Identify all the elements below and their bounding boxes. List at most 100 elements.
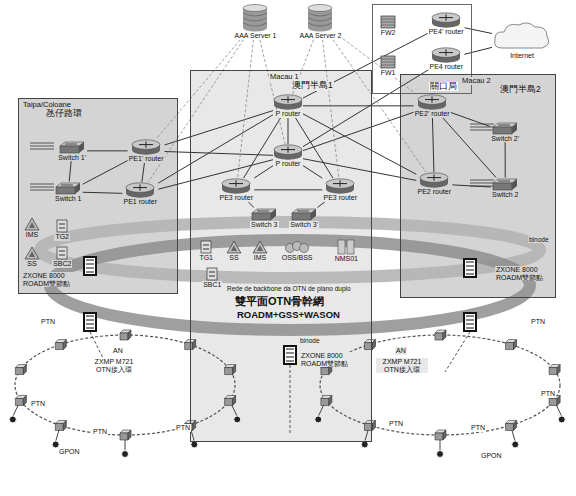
server-slot bbox=[59, 255, 65, 256]
label-holder: ZXMP M721 OTN接入環 bbox=[376, 358, 428, 373]
network-element: SBC1 bbox=[202, 267, 223, 289]
label-holder: PTN bbox=[92, 428, 108, 436]
switch-side bbox=[271, 209, 276, 220]
otn-band bbox=[50, 240, 530, 330]
device-label-box: ZXONE 8000 ROADM雙節點 bbox=[22, 272, 74, 287]
onu-symbol bbox=[191, 441, 198, 448]
element-label: PE3 router bbox=[323, 194, 358, 202]
element-label: PE2' router bbox=[414, 110, 451, 118]
device-slot bbox=[466, 328, 474, 329]
trunk-line bbox=[470, 130, 494, 131]
router-top bbox=[418, 95, 446, 105]
ptn-side bbox=[372, 420, 375, 430]
network-element: PE4' router bbox=[428, 12, 465, 36]
network-element: SS bbox=[226, 240, 242, 262]
device-slot bbox=[286, 361, 294, 362]
server-ring bbox=[308, 13, 332, 16]
router-top bbox=[274, 95, 302, 105]
device-slot bbox=[86, 328, 94, 329]
switch-icon bbox=[492, 122, 518, 135]
annotation: PTN bbox=[530, 318, 546, 326]
router-icon bbox=[273, 144, 303, 160]
ptn-side bbox=[443, 430, 446, 440]
aaa-link bbox=[156, 40, 240, 139]
annotation: PTN bbox=[40, 318, 56, 326]
element-label: OSS/BSS bbox=[281, 254, 314, 262]
network-element: PE1 router bbox=[122, 182, 158, 206]
router-link bbox=[465, 28, 492, 34]
network-element: TG2 bbox=[54, 219, 70, 241]
server-box bbox=[201, 241, 211, 253]
router-icon bbox=[431, 12, 461, 28]
router-link bbox=[254, 189, 322, 190]
softswitch-inner bbox=[29, 251, 35, 257]
router-link bbox=[317, 202, 325, 208]
ptn-symbol bbox=[55, 420, 66, 430]
srv-icon bbox=[206, 267, 218, 281]
roadm-device bbox=[463, 312, 477, 332]
router-top bbox=[132, 140, 160, 150]
server-bottom bbox=[243, 25, 267, 32]
router-arrows bbox=[439, 14, 453, 20]
access-ring bbox=[320, 335, 560, 435]
element-label: PE3 router bbox=[219, 194, 254, 202]
network-element: P router bbox=[273, 144, 303, 168]
switch-side bbox=[75, 183, 80, 194]
srv-icon bbox=[56, 246, 68, 260]
server-top bbox=[243, 5, 267, 12]
network-element: PE1' router bbox=[128, 139, 165, 163]
device-slot bbox=[466, 266, 474, 267]
server-ring bbox=[308, 23, 332, 26]
device-panel bbox=[465, 260, 475, 276]
aaa-link bbox=[238, 40, 254, 178]
element-label: PE1' router bbox=[128, 155, 165, 163]
ptn-front bbox=[120, 333, 128, 340]
device-body bbox=[283, 345, 297, 365]
network-element: PE3 router bbox=[218, 178, 254, 202]
server-slot bbox=[59, 228, 65, 229]
region-box: 關口局FW2PE4' routerFW1PE4 router bbox=[372, 4, 472, 94]
ptn-front bbox=[549, 398, 557, 405]
tri-icon bbox=[24, 217, 40, 231]
label-holder: Rede de backbone da OTN de plano duplo bbox=[226, 285, 352, 292]
firewall-brick bbox=[381, 22, 395, 23]
router-link bbox=[288, 118, 289, 144]
device-panel bbox=[85, 314, 95, 330]
element-label: Switch 1 bbox=[54, 195, 82, 203]
network-element: P router bbox=[273, 94, 303, 118]
network-element: TG1 bbox=[198, 240, 214, 262]
ptn-symbol bbox=[225, 395, 236, 405]
label-holder: PTN bbox=[388, 420, 404, 428]
server-slot bbox=[209, 272, 215, 273]
ptn-front bbox=[15, 398, 23, 405]
firewall-brick bbox=[381, 25, 395, 26]
annotation: PTN bbox=[470, 424, 486, 432]
device-slot bbox=[466, 320, 474, 321]
ptn-front bbox=[435, 433, 443, 440]
annotation: AN bbox=[112, 347, 124, 355]
router-link bbox=[464, 47, 492, 54]
router-arrows bbox=[229, 180, 243, 186]
trunk-line bbox=[30, 149, 54, 150]
server-ring bbox=[243, 18, 267, 21]
device-slot bbox=[466, 316, 474, 317]
ptn-side bbox=[193, 420, 196, 430]
network-element: AAA Server 1 bbox=[233, 4, 278, 40]
network-element: PE2 router bbox=[416, 172, 452, 196]
label-holder: PTN bbox=[30, 400, 46, 408]
device-slot bbox=[86, 320, 94, 321]
element-label: FW2 bbox=[380, 29, 397, 37]
switch-front bbox=[493, 183, 512, 190]
element-label: Switch 2' bbox=[490, 135, 520, 143]
element-label: Switch 1' bbox=[57, 154, 87, 162]
router-icon bbox=[221, 178, 251, 194]
ptn-front bbox=[15, 368, 23, 375]
element-label: ZXONE 8000 ROADM雙節點 bbox=[495, 266, 553, 281]
ptn-front bbox=[321, 398, 329, 405]
network-element: Switch 1 bbox=[54, 182, 83, 203]
region-fill bbox=[190, 70, 372, 442]
network-title: 雙平面OTN骨幹網 bbox=[234, 295, 325, 307]
firewall-brick bbox=[381, 19, 395, 20]
device-panel bbox=[465, 314, 475, 330]
router-link bbox=[69, 161, 71, 181]
